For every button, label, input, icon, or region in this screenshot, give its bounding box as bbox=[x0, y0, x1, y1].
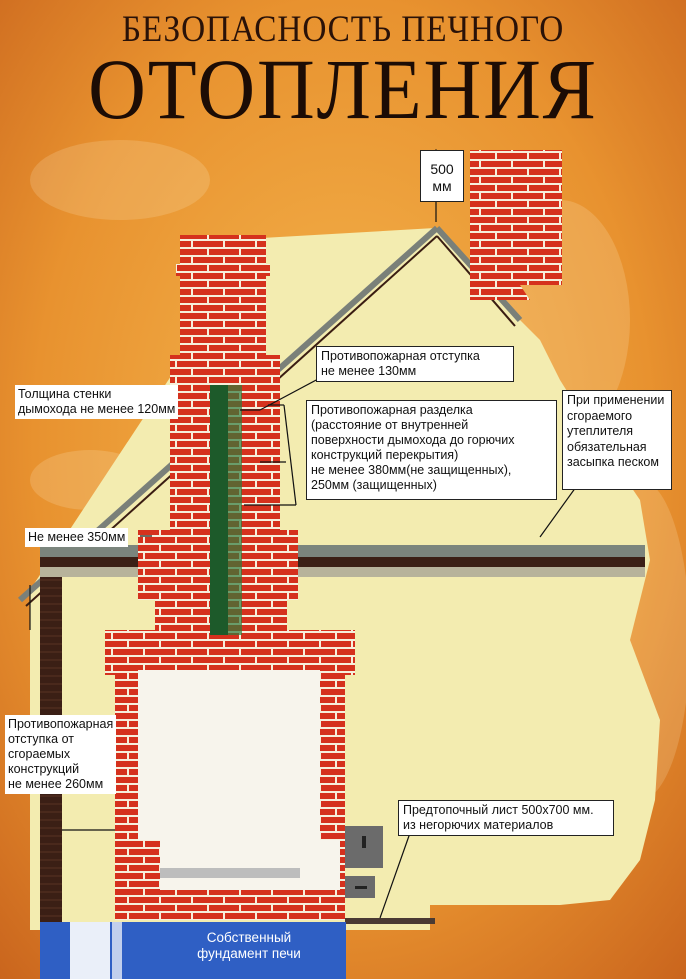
label-foundation: Собственный фундамент печи bbox=[197, 930, 301, 961]
label-min-350: Не менее 350мм bbox=[25, 528, 129, 547]
label-fire-setback-wall: Противопожарная отступка от сгораемых ко… bbox=[5, 715, 117, 794]
dimension-lines bbox=[29, 148, 577, 919]
poster-title-line2: ОТОПЛЕНИЯ bbox=[88, 41, 598, 137]
label-insulation: При применении сгораемого утеплителя обя… bbox=[562, 390, 672, 490]
pre-furnace-sheet bbox=[345, 918, 435, 924]
firebox bbox=[138, 670, 320, 840]
right-chimney bbox=[470, 150, 562, 285]
poster-title-line1: БЕЗОПАСНОСТЬ ПЕЧНОГО bbox=[121, 9, 565, 50]
grate bbox=[160, 868, 300, 878]
label-fire-separation: Противопожарная разделка (расстояние от … bbox=[306, 400, 557, 500]
label-chimney-height: 500 мм bbox=[420, 150, 464, 202]
label-fire-setback-roof: Противопожарная отступка не менее 130мм bbox=[316, 346, 514, 382]
label-pre-furnace-sheet: Предтопочный лист 500х700 мм. из негорюч… bbox=[398, 800, 614, 836]
label-wall-thickness: Толщина стенки дымохода не менее 120мм bbox=[15, 385, 179, 419]
ceiling-beam bbox=[40, 545, 645, 577]
flue-channel bbox=[210, 385, 228, 635]
